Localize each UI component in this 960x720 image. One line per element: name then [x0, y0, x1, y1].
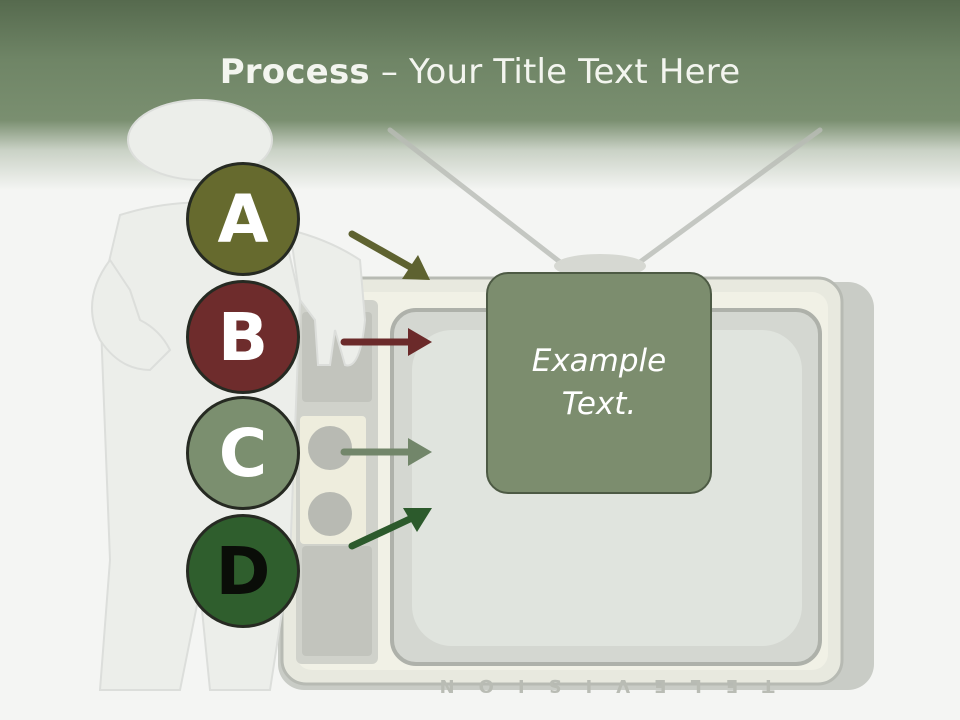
arrow-c [340, 438, 432, 466]
example-text-box[interactable]: Example Text. [486, 272, 712, 494]
example-line-1: Example [531, 342, 667, 379]
step-d-circle[interactable]: D [186, 514, 300, 628]
step-c-circle[interactable]: C [186, 396, 300, 510]
arrow-b [340, 328, 432, 356]
tv-brand-label: TELEVISION [416, 675, 775, 696]
tv-antenna [387, 127, 823, 265]
example-line-2: Text. [561, 386, 637, 422]
slide-title: Process – Your Title Text Here [0, 52, 960, 92]
step-b-circle[interactable]: B [186, 280, 300, 394]
title-rest: – Your Title Text Here [369, 52, 741, 92]
arrow-a [348, 230, 430, 280]
arrow-d [348, 508, 432, 550]
step-a-circle[interactable]: A [186, 162, 300, 276]
title-bold: Process [219, 52, 370, 92]
